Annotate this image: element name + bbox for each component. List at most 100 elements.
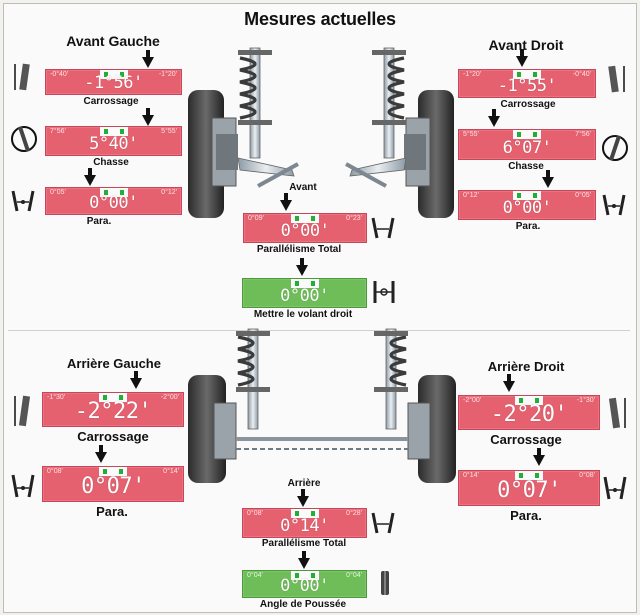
front-right-caster-value: 6°07': [502, 138, 552, 158]
toe-icon: [602, 194, 626, 216]
steering-label: Mettre le volant droit: [253, 309, 353, 320]
front-right-toe-label: Para.: [515, 221, 541, 232]
front-right-wheel-icon: [404, 90, 454, 218]
front-total-toe-label: Parallélisme Total: [256, 244, 342, 255]
rear-right-camber-max: -1°30': [576, 397, 595, 404]
rear-left-toe-gauge: 0°08' 0°14' 0°07': [42, 466, 184, 502]
front-left-caster-max: 5°55': [161, 128, 177, 135]
camber-icon: [608, 65, 625, 93]
front-right-caster-label: Chasse: [508, 161, 544, 172]
thrust-gauge: 0°04' 0°04' 0°00': [242, 570, 367, 598]
front-left-caster-value: 5°40': [89, 134, 138, 154]
steering-gauge: 0°00': [242, 278, 367, 308]
caster-icon: [602, 135, 628, 161]
rear-left-camber-label: Carrossage: [77, 429, 149, 444]
page-title: Mesures actuelles: [244, 9, 396, 29]
rear-total-toe-label: Parallélisme Total: [261, 538, 347, 549]
thrust-angle-icon: [381, 571, 389, 595]
rear-right-wheel-icon: [407, 375, 456, 483]
rear-right-camber-gauge: -2°00' -1°30' -2°20': [458, 395, 600, 430]
front-total-toe-max: 0°23': [346, 215, 362, 222]
steering-pointer: [296, 258, 308, 276]
rear-left-toe-label: Para.: [96, 504, 128, 519]
front-left-strut-icon: [237, 47, 299, 188]
thrust-min: 0°04': [247, 572, 263, 579]
front-right-camber-max: -0°40': [572, 71, 591, 78]
rear-right-camber-pointer: [503, 374, 515, 392]
front-right-camber-min: -1°20': [463, 71, 482, 78]
front-right-toe-min: 0°12': [463, 192, 479, 199]
front-left-camber-label: Carrossage: [83, 96, 139, 107]
toe-icon: [371, 512, 395, 534]
front-left-caster-pointer: [142, 108, 154, 126]
rear-axle-beam-icon: [236, 437, 408, 450]
front-right-camber-pointer: [516, 49, 528, 67]
front-right-camber-value: -1°55': [497, 76, 557, 96]
front-left-camber-min: -0°40': [50, 71, 69, 78]
rear-total-toe-value: 0°14': [280, 516, 329, 536]
rear-left-camber-value: -2°22': [74, 399, 152, 424]
thrust-label: Angle de Poussée: [259, 599, 347, 610]
front-total-toe-gauge: 0°09' 0°23' 0°00': [243, 213, 367, 243]
front-total-toe-value: 0°00': [280, 221, 330, 241]
front-left-camber-gauge: -0°40' -1°20' -1°56': [45, 69, 182, 95]
front-right-toe-max: 0°05': [575, 192, 591, 199]
rear-right-toe-gauge: 0°14' 0°08' 0°07': [458, 470, 600, 506]
front-suspension-illustration: [188, 47, 454, 218]
rear-left-title: Arrière Gauche: [67, 356, 161, 371]
toe-icon: [11, 474, 35, 498]
front-right-caster-min: 5°55': [463, 131, 479, 138]
front-right-toe-value: 0°00': [502, 198, 552, 218]
toe-icon: [603, 476, 627, 500]
front-right-caster-pointer: [488, 109, 500, 127]
front-left-wheel-icon: [188, 90, 238, 218]
front-right-caster-max: 7°56': [575, 131, 591, 138]
front-axle-label: Avant: [289, 182, 317, 193]
rear-right-camber-label: Carrossage: [490, 432, 562, 447]
front-right-camber-label: Carrossage: [500, 99, 556, 110]
rear-suspension-illustration: [188, 328, 456, 483]
rear-left-toe-pointer: [95, 445, 107, 463]
front-right-strut-icon: [345, 47, 407, 188]
rear-total-toe-gauge: 0°08' 0°28' 0°14': [242, 508, 367, 538]
front-right-caster-gauge: 5°55' 7°56' 6°07': [458, 129, 596, 160]
front-right-toe-pointer: [542, 170, 554, 188]
front-right-toe-gauge: 0°12' 0°05' 0°00': [458, 190, 596, 220]
front-left-caster-min: 7°56': [50, 128, 66, 135]
front-left-camber-max: -1°20': [158, 71, 177, 78]
rear-right-toe-min: 0°14': [463, 472, 479, 479]
rear-left-camber-gauge: -1°30' -2°00' -2°22': [42, 392, 184, 427]
rear-total-toe-pointer: [297, 489, 309, 507]
steering-wheel-icon: [373, 281, 395, 303]
camber-icon: [14, 63, 30, 91]
front-right-title: Avant Droit: [488, 37, 564, 53]
rear-right-strut-icon: [374, 328, 408, 430]
toe-icon: [11, 190, 35, 212]
rear-left-toe-max: 0°14': [163, 468, 179, 475]
rear-left-camber-max: -2°00': [160, 394, 179, 401]
front-left-camber-value: -1°56': [84, 73, 143, 93]
front-left-toe-max: 0°12': [161, 189, 177, 196]
front-left-toe-min: 0°05': [50, 189, 66, 196]
camber-icon: [608, 397, 626, 429]
rear-left-toe-value: 0°07': [81, 474, 145, 499]
front-right-camber-gauge: -1°20' -0°40' -1°55': [458, 69, 596, 98]
thrust-max: 0°04': [346, 572, 362, 579]
rear-left-wheel-icon: [188, 375, 237, 483]
rear-axle-label: Arrière: [287, 478, 321, 489]
rear-left-camber-pointer: [130, 371, 142, 389]
steering-value: 0°00': [280, 286, 329, 306]
rear-right-toe-value: 0°07': [497, 478, 561, 503]
front-left-toe-label: Para.: [86, 216, 112, 227]
rear-right-toe-label: Para.: [510, 508, 542, 523]
front-left-camber-pointer: [142, 50, 154, 68]
caster-icon: [11, 126, 37, 152]
rear-right-title: Arrière Droit: [487, 359, 565, 374]
camber-icon: [14, 395, 31, 427]
front-total-toe-min: 0°09': [248, 215, 264, 222]
rear-left-toe-min: 0°08': [47, 468, 63, 475]
rear-right-toe-pointer: [533, 448, 545, 466]
front-left-title: Avant Gauche: [66, 33, 160, 49]
front-left-caster-label: Chasse: [93, 157, 129, 168]
front-left-toe-value: 0°00': [89, 193, 138, 213]
